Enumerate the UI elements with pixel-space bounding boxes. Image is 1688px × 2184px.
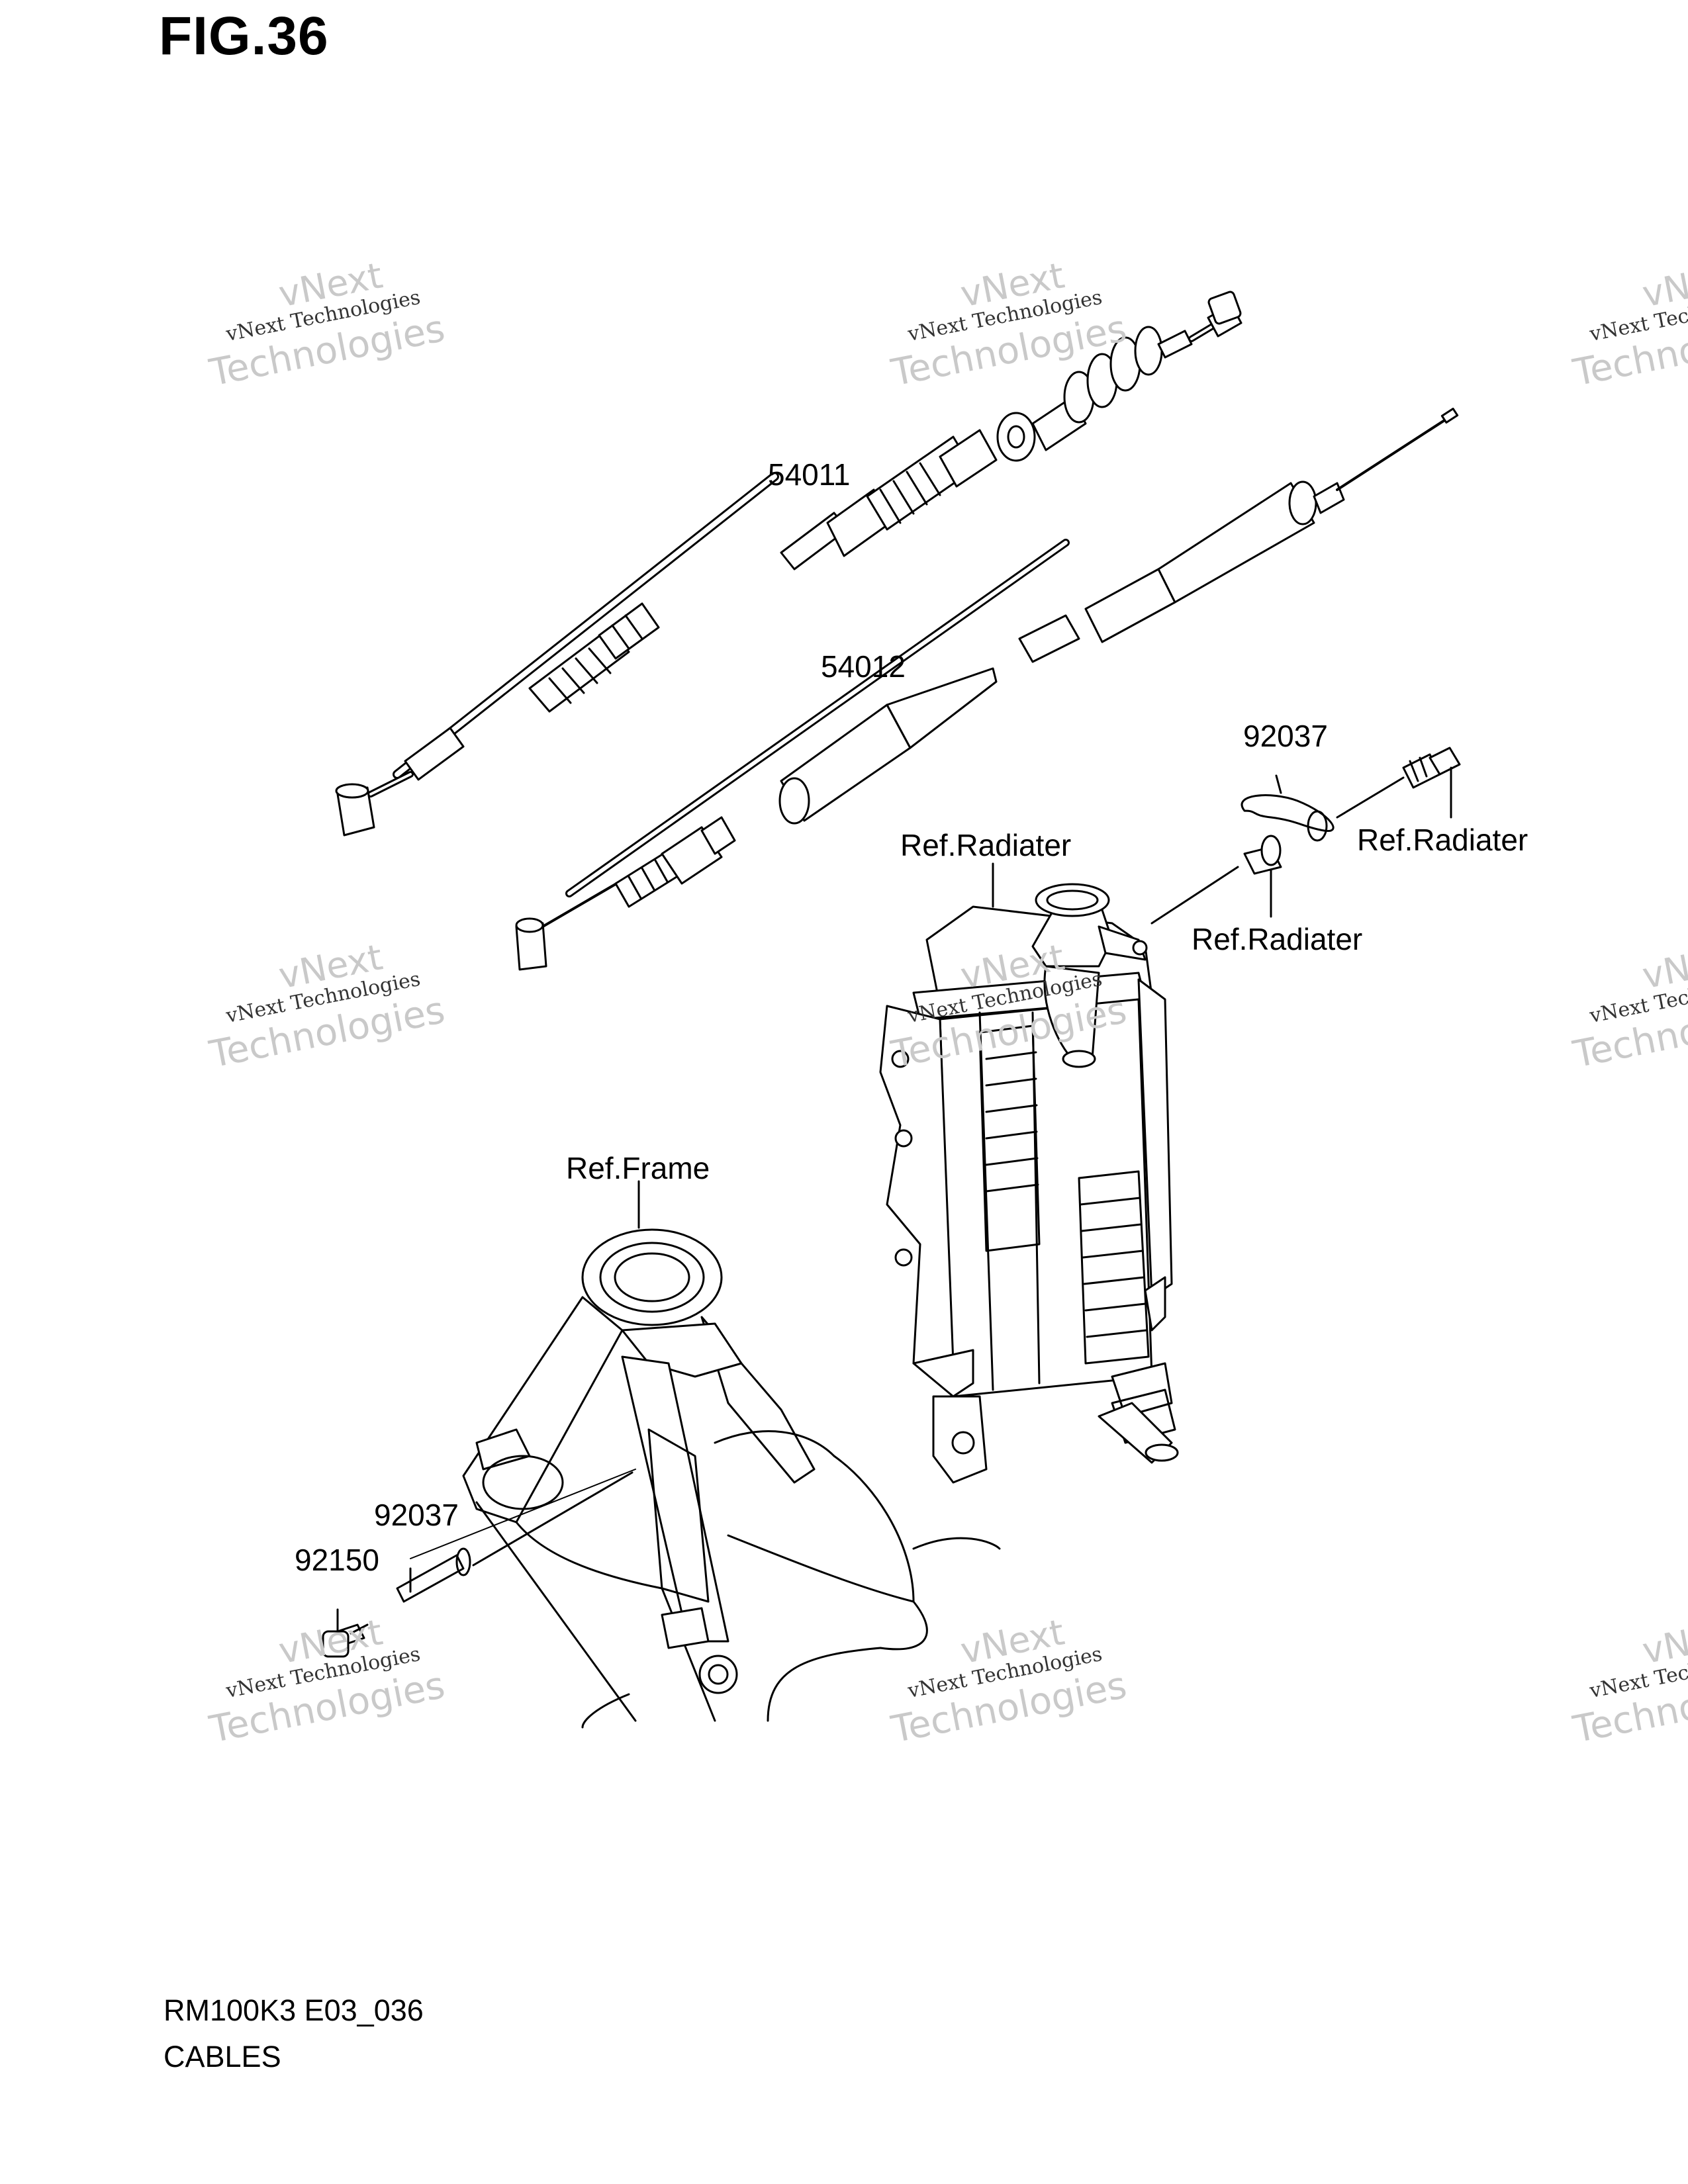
part-label-54011[interactable]: 54011 [768,457,851,492]
ref-frame-label[interactable]: Ref.Frame [566,1151,710,1185]
part-label-92037-lower[interactable]: 92037 [374,1498,459,1532]
diagram-name: CABLES [164,2040,281,2073]
diagram-code: RM100K3 E03_036 [164,1993,424,2027]
throttle-cable-54012 [515,408,1459,971]
ref-radiator-label-top[interactable]: Ref.Radiater [900,828,1072,862]
ref-radiator-label-mid[interactable]: Ref.Radiater [1192,922,1363,956]
figure-title: FIG.36 [159,6,329,66]
part-label-92037-upper[interactable]: 92037 [1243,719,1328,753]
frame-reference [322,1180,1001,1729]
ref-radiator-label-right[interactable]: Ref.Radiater [1357,823,1528,857]
clutch-cable-54011 [335,291,1243,837]
part-label-54012[interactable]: 54012 [821,649,906,684]
radiator-reference [879,862,1179,1484]
part-label-92150[interactable]: 92150 [295,1543,379,1577]
radiator-clamp-assembly [1150,747,1461,925]
